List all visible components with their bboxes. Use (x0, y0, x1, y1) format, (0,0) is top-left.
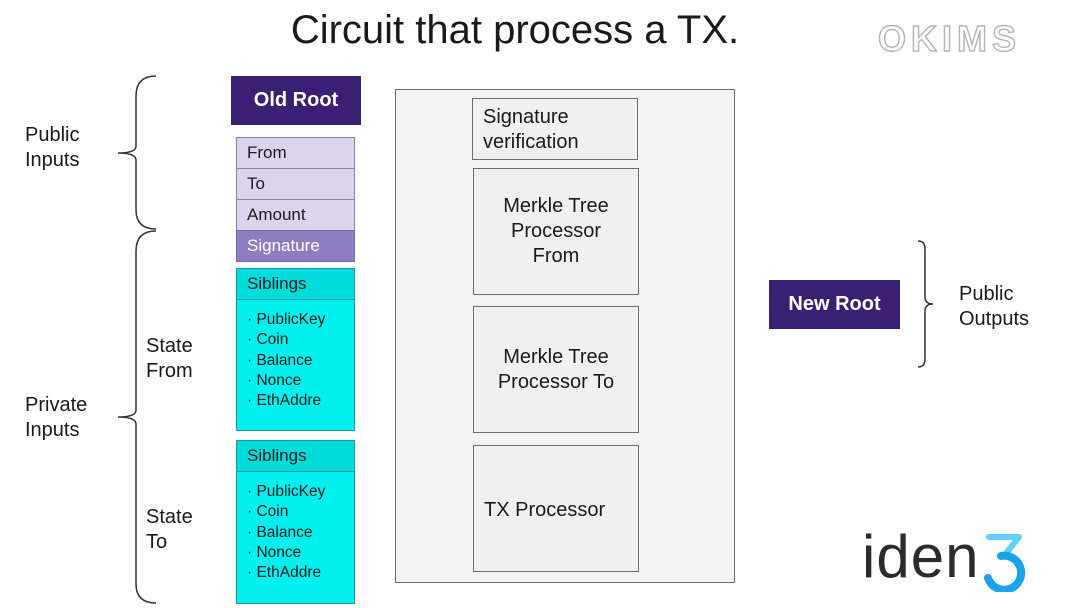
state-to-list: PublicKey Coin Balance Nonce EthAddre (237, 472, 354, 583)
list-item: PublicKey (247, 310, 354, 330)
tx-processor-box: TX Processor (473, 445, 639, 572)
private-inputs-label: Private Inputs (25, 394, 88, 441)
input-from: From (236, 137, 355, 169)
state-from-label: State From (146, 335, 193, 382)
list-item: Coin (247, 502, 354, 522)
state-to-box: Siblings PublicKey Coin Balance Nonce Et… (236, 440, 355, 604)
list-item: Nonce (247, 543, 354, 563)
state-from-siblings-header: Siblings (237, 269, 354, 300)
input-amount: Amount (236, 199, 355, 231)
list-item: Coin (247, 330, 354, 350)
signature-verification-box: Signature verification (472, 98, 638, 160)
old-root-box: Old Root (231, 76, 361, 125)
iden3-logo: iden (862, 522, 979, 591)
new-root-box: New Root (769, 280, 900, 329)
list-item: Balance (247, 523, 354, 543)
list-item: Nonce (247, 371, 354, 391)
public-inputs-bracket (117, 75, 157, 230)
merkle-tree-processor-to-box: Merkle Tree Processor To (473, 306, 639, 433)
merkle-tree-processor-from-box: Merkle Tree Processor From (473, 168, 639, 295)
private-inputs-bracket (117, 230, 157, 604)
public-inputs-label: Public Inputs (25, 124, 80, 171)
list-item: EthAddre (247, 391, 354, 411)
page-title: Circuit that process a TX. (290, 8, 740, 52)
public-outputs-label: Public Outputs (959, 283, 1030, 330)
iden3-logo-3-icon (984, 534, 1026, 592)
state-to-label: State To (146, 506, 193, 553)
state-from-box: Siblings PublicKey Coin Balance Nonce Et… (236, 268, 355, 431)
input-signature: Signature (236, 230, 355, 262)
iden3-logo-text: iden (862, 523, 980, 590)
public-outputs-bracket (917, 240, 934, 368)
input-to: To (236, 168, 355, 200)
list-item: Balance (247, 351, 354, 371)
okims-watermark: OKIMS (877, 17, 1022, 59)
list-item: EthAddre (247, 563, 354, 583)
state-from-list: PublicKey Coin Balance Nonce EthAddre (237, 300, 354, 411)
list-item: PublicKey (247, 482, 354, 502)
state-to-siblings-header: Siblings (237, 441, 354, 472)
